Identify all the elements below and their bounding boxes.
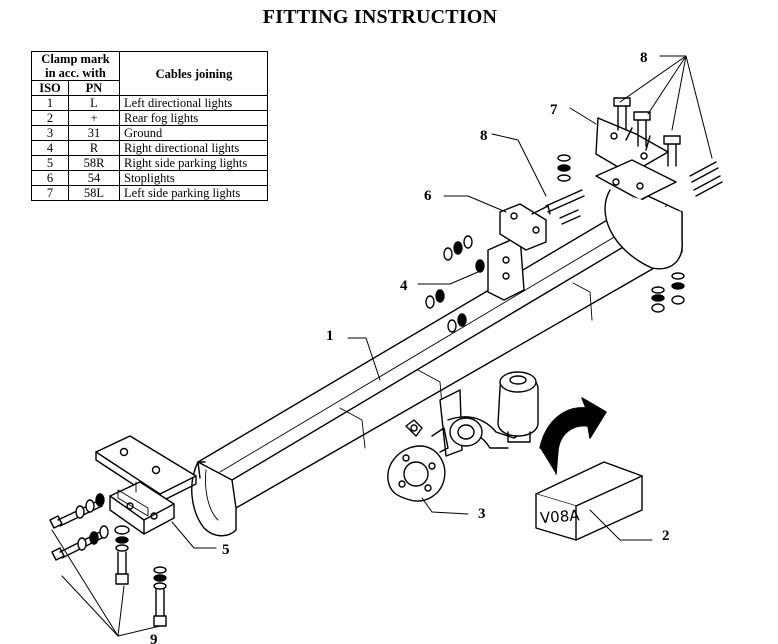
callout-9: 9: [150, 632, 158, 644]
callout-5: 5: [222, 542, 230, 558]
clamp-marks-table: Clamp mark in acc. with Cables joining I…: [31, 51, 268, 201]
table-row: 2 + Rear fog lights: [31, 110, 268, 126]
clamp-mark-header-line2: in acc. with: [45, 66, 106, 80]
callout-7: 7: [550, 102, 558, 118]
callout-6: 6: [424, 188, 432, 204]
desc-cell: Right directional lights: [119, 140, 268, 156]
box-label: V08A: [539, 506, 581, 527]
desc-cell: Rear fog lights: [119, 110, 268, 126]
table-row: 7 58L Left side parking lights: [31, 185, 268, 201]
callout-2: 2: [662, 528, 670, 544]
socket-plate: [387, 419, 449, 502]
callout-1: 1: [326, 328, 334, 344]
table-row: 4 R Right directional lights: [31, 140, 268, 156]
tow-ball: [439, 371, 539, 457]
leader-lines: [51, 55, 713, 637]
page-title: FITTING INSTRUCTION: [262, 6, 498, 28]
callout-8-top: 8: [640, 50, 648, 66]
part-box: [535, 397, 643, 541]
clamp-mark-header-line1: Clamp mark: [41, 52, 110, 66]
table-row: 6 54 Stoplights: [31, 170, 268, 186]
callout-3: 3: [478, 506, 486, 522]
iso-cell: 7: [31, 185, 69, 201]
right-bracket: [595, 97, 723, 313]
table-row: 5 58R Right side parking lights: [31, 155, 268, 171]
desc-cell: Left side parking lights: [119, 185, 268, 201]
callout-4: 4: [400, 278, 408, 294]
desc-cell: Right side parking lights: [119, 155, 268, 171]
clamp-mark-header: Clamp mark in acc. with: [31, 51, 120, 81]
pn-header: PN: [68, 80, 120, 96]
left-bolts: [49, 493, 167, 627]
left-bracket: [95, 435, 197, 535]
middle-bracket: [425, 154, 585, 333]
pn-cell: 58R: [68, 155, 120, 171]
callout-8-mid: 8: [480, 128, 488, 144]
left-end-arm: [191, 461, 237, 537]
